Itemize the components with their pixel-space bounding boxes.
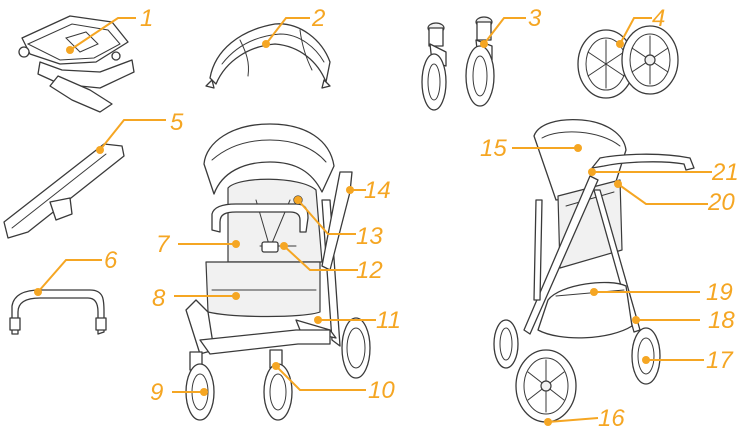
callout-number-10: 10 bbox=[368, 377, 395, 404]
part-armrest-bar bbox=[4, 144, 124, 238]
stroller-front-view bbox=[186, 124, 370, 420]
callout-number-3: 3 bbox=[528, 5, 542, 32]
callout-number-4: 4 bbox=[652, 5, 665, 32]
callout-6: 6 bbox=[34, 247, 118, 296]
callout-number-9: 9 bbox=[150, 379, 163, 406]
callout-number-16: 16 bbox=[598, 405, 625, 431]
callout-number-1: 1 bbox=[140, 5, 153, 32]
callout-14: 14 bbox=[346, 177, 391, 204]
callout-number-20: 20 bbox=[707, 189, 735, 216]
stroller-rear-view bbox=[494, 120, 694, 422]
callout-number-14: 14 bbox=[364, 177, 391, 204]
callout-number-7: 7 bbox=[156, 231, 171, 258]
callout-number-12: 12 bbox=[356, 257, 383, 284]
callout-number-18: 18 bbox=[708, 307, 735, 334]
part-seat-frame bbox=[19, 16, 134, 112]
part-bumper-bar bbox=[10, 290, 106, 334]
callout-number-19: 19 bbox=[706, 279, 733, 306]
callout-number-2: 2 bbox=[311, 5, 325, 32]
callout-number-11: 11 bbox=[376, 307, 401, 334]
part-front-wheels bbox=[422, 17, 494, 110]
callout-number-17: 17 bbox=[706, 347, 734, 374]
callout-number-15: 15 bbox=[480, 135, 507, 162]
part-rear-wheels bbox=[578, 26, 678, 98]
callout-number-5: 5 bbox=[170, 109, 184, 136]
callout-number-6: 6 bbox=[104, 247, 118, 274]
part-canopy bbox=[206, 24, 330, 88]
callout-number-21: 21 bbox=[711, 159, 739, 186]
callout-number-13: 13 bbox=[356, 223, 383, 250]
callout-number-8: 8 bbox=[152, 285, 166, 312]
